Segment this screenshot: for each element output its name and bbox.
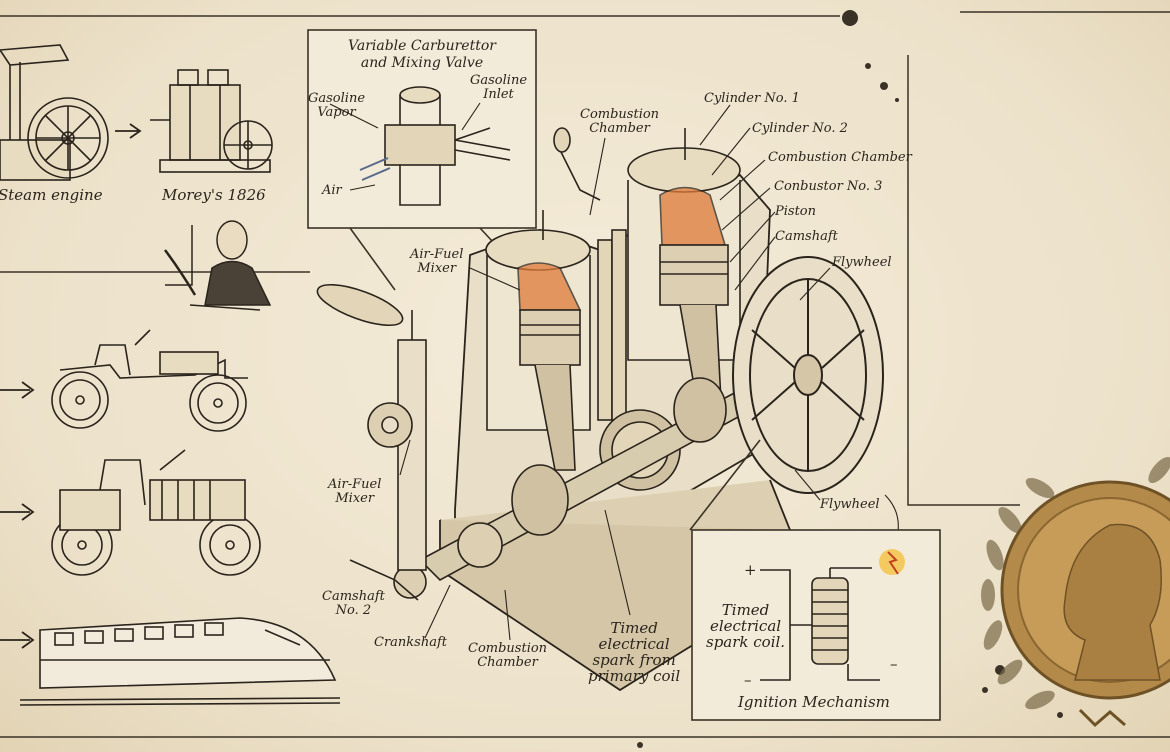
spark-icon (879, 549, 905, 575)
laurel-wreath (981, 456, 1170, 710)
camshaft-label: Camshaft (775, 229, 838, 244)
carburettor-valve (359, 86, 511, 206)
flywheel (732, 256, 884, 494)
medal (1000, 480, 1170, 728)
morey-engine-sketch (150, 69, 273, 173)
early-automobile-sketch (51, 329, 248, 432)
arrow-icon (115, 123, 142, 139)
motor-car-sketch (51, 449, 261, 576)
leader-lines (329, 102, 899, 641)
combustion-chamber-top-label: Combustion Chamber (580, 107, 660, 136)
moreys-engine-label: Morey's 1826 (162, 186, 266, 204)
plus-terminal-label: + (744, 561, 757, 579)
gasoline-inlet-label: Gasoline Inlet (470, 73, 528, 102)
crankshaft (393, 377, 762, 599)
air-label: Air (322, 183, 342, 198)
spark-coil (760, 567, 880, 681)
air-fuel-mixer-left-label: Air-Fuel Mixer (328, 477, 382, 506)
flywheel-top-label: Flywheel (832, 255, 892, 270)
inventor-portrait (163, 220, 272, 311)
conbustor-3-label: Conbustor No. 3 (774, 179, 883, 194)
minus-terminal-right-label: – (890, 655, 898, 673)
piston-label: Piston (775, 204, 816, 219)
gasoline-vapor-label: Gasoline Vapor (308, 91, 366, 120)
carburettor-title: Variable Carburettor and Mixing Valve (316, 38, 528, 72)
cylinder-1 (485, 210, 591, 471)
cylinder-2 (627, 128, 741, 421)
carburettor-title-line2: and Mixing Valve (360, 55, 484, 71)
cylinder-1-label: Cylinder No. 1 (704, 91, 800, 106)
bullet-train-sketch (19, 617, 341, 706)
camshaft-no2-label: Camshaft No. 2 (322, 589, 385, 618)
page-frame (0, 11, 1170, 738)
minus-terminal-left-label: – (744, 671, 752, 689)
crankshaft-label: Crankshaft (374, 635, 447, 650)
timeline-arrows (0, 381, 35, 649)
carburettor-title-line1: Variable Carburettor (348, 38, 496, 54)
timed-spark-label: Timed electrical spark from primary coil (588, 619, 681, 685)
ignition-title: Ignition Mechanism (738, 693, 890, 711)
cylinder-2-label: Cylinder No. 2 (752, 121, 848, 136)
steam-engine-sketch (0, 44, 109, 181)
air-fuel-mixer (316, 283, 427, 601)
spark-coil-label: Timed electrical spark coil. (706, 601, 786, 651)
flywheel-bottom-label: Flywheel (820, 497, 880, 512)
steam-engine-label: Steam engine (0, 186, 103, 204)
air-fuel-mixer-top-label: Air-Fuel Mixer (410, 247, 464, 276)
combustion-chamber-bottom-label: Combustion Chamber (468, 641, 548, 670)
ink-splatters (637, 10, 1142, 748)
combustion-chamber-right-label: Combustion Chamber (768, 150, 912, 165)
